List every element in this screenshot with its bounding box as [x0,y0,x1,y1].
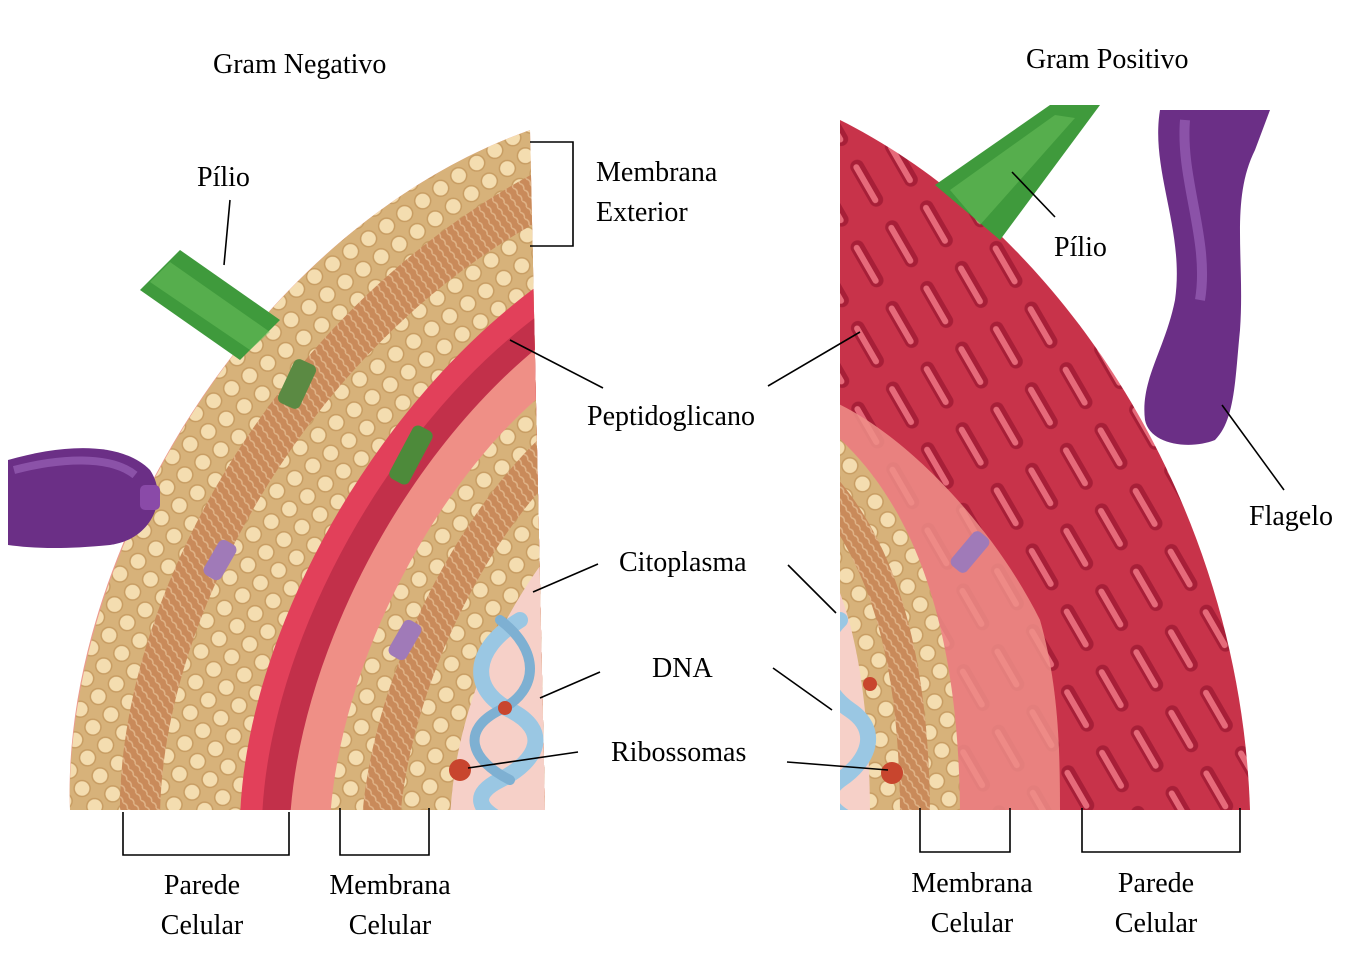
left-pilus-label: Pílio [197,158,250,198]
peptidoglycan-label: Peptidoglicano [587,397,755,437]
right-cell-membrane-label: Membrana Celular [901,864,1043,944]
gram-negative-title: Gram Negativo [213,45,386,85]
left-cell-membrane-label: Membrana Celular [320,866,460,946]
left-cell-wall-line1: Parede [147,866,257,906]
left-cell-membrane-line1: Membrana [320,866,460,906]
outer-membrane-label-line2: Exterior [596,193,717,233]
cytoplasm-label: Citoplasma [619,543,747,583]
ribosomes-label: Ribossomas [611,733,746,773]
right-cell-wall-line1: Parede [1101,864,1211,904]
dna-label: DNA [652,649,713,689]
flagellum-label: Flagelo [1249,497,1333,537]
right-cell-membrane-line1: Membrana [901,864,1043,904]
outer-membrane-label-line1: Membrana [596,153,717,193]
left-cell-membrane-line2: Celular [320,906,460,946]
right-pilus-label: Pílio [1054,228,1107,268]
ribosome-icon [449,759,471,781]
right-cell-membrane-line2: Celular [901,904,1043,944]
outer-membrane-label: Membrana Exterior [596,153,717,233]
left-cell-wall-line2: Celular [147,906,257,946]
flagellum-icon [1144,110,1270,445]
gram-positive-title: Gram Positivo [1026,40,1189,80]
right-cell-wall-label: Parede Celular [1101,864,1211,944]
left-cell-wall-label: Parede Celular [147,866,257,946]
right-cell-wall-line2: Celular [1101,904,1211,944]
